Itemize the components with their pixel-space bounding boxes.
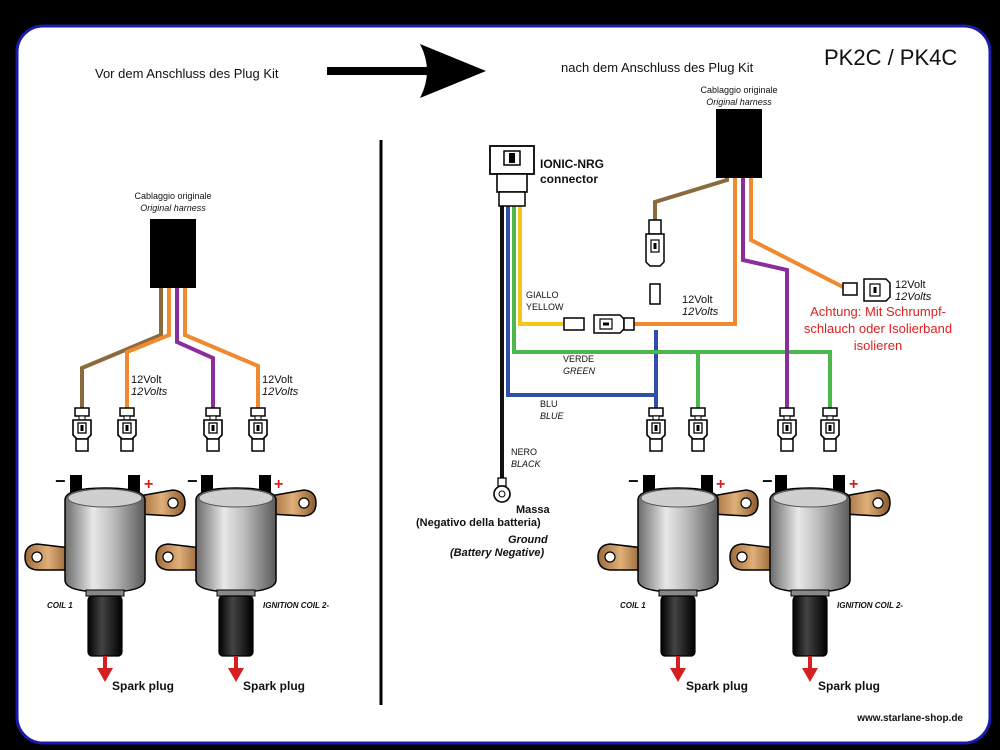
voltage-open-end-en: 12Volts <box>895 291 932 303</box>
voltage-right-inline: 12Volt <box>682 294 713 306</box>
coil-left-2-label: IGNITION COIL 2- <box>263 601 329 610</box>
yellow-wire-label-en: YELLOW <box>526 302 564 312</box>
connector-left-3 <box>203 407 223 452</box>
ground-label-en-2: (Battery Negative) <box>450 547 544 559</box>
black-wire-label-it: NERO <box>511 447 537 457</box>
connector-orange-open-end <box>842 278 891 302</box>
harness-left <box>150 219 196 288</box>
minus-sign-left-1: − <box>55 471 66 491</box>
coil-right-2-label: IGNITION COIL 2- <box>837 601 903 610</box>
model-title: PK2C / PK4C <box>824 45 957 70</box>
after-label: nach dem Anschluss des Plug Kit <box>561 60 754 75</box>
yellow-wire-label-it: GIALLO <box>526 290 559 300</box>
ground-label-it-2: (Negativo della batteria) <box>416 517 541 529</box>
minus-sign-left-2: − <box>187 471 198 491</box>
voltage-left-1-en: 12Volts <box>131 386 168 398</box>
blue-wire-label-en: BLUE <box>540 411 565 421</box>
plus-sign-left-1: + <box>144 476 153 493</box>
spark-plug-left-1: Spark plug <box>112 679 174 693</box>
green-wire-label-it: VERDE <box>563 354 594 364</box>
connector-right-4 <box>820 407 840 452</box>
minus-sign-right-2: − <box>762 471 773 491</box>
voltage-left-2: 12Volt <box>262 374 293 386</box>
ground-label-it-1: Massa <box>516 504 551 516</box>
harness-right-label-it: Cablaggio originale <box>700 85 777 95</box>
harness-left-label-it: Cablaggio originale <box>134 191 211 201</box>
ionic-nrg-sub: connector <box>540 172 598 186</box>
harness-left-label-en: Original harness <box>140 203 206 213</box>
voltage-open-end: 12Volt <box>895 279 926 291</box>
connector-yellow-inline <box>563 314 635 334</box>
connector-right-3 <box>777 407 797 452</box>
harness-right <box>716 109 762 178</box>
plus-sign-right-1: + <box>716 476 725 493</box>
ionic-nrg-label: IONIC-NRG <box>540 157 604 171</box>
coil-right-1-label: COIL 1 <box>620 601 646 610</box>
direction-arrow <box>327 44 486 98</box>
warning-line-3: isolieren <box>854 338 902 353</box>
ground-ring-terminal <box>493 477 511 503</box>
voltage-left-1: 12Volt <box>131 374 162 386</box>
plus-sign-left-2: + <box>274 476 283 493</box>
harness-right-label-en: Original harness <box>706 97 772 107</box>
connector-right-1 <box>646 407 666 452</box>
ionic-nrg-connector <box>489 145 535 207</box>
left-wires <box>80 286 260 410</box>
spark-plug-right-2: Spark plug <box>818 679 880 693</box>
green-wire-label-en: GREEN <box>563 366 596 376</box>
before-label: Vor dem Anschluss des Plug Kit <box>95 66 279 81</box>
warning-line-1: Achtung: Mit Schrumpf- <box>810 304 946 319</box>
warning-line-2: schlauch oder Isolierband <box>804 321 952 336</box>
coil-left-1-label: COIL 1 <box>47 601 73 610</box>
ground-label-en-1: Ground <box>508 534 548 546</box>
connector-brown-inline <box>645 219 665 305</box>
plus-sign-right-2: + <box>849 476 858 493</box>
connector-left-4 <box>248 407 268 452</box>
connector-left-1 <box>72 407 92 452</box>
minus-sign-right-1: − <box>628 471 639 491</box>
spark-plug-right-1: Spark plug <box>686 679 748 693</box>
connector-left-2 <box>117 407 137 452</box>
voltage-right-inline-en: 12Volts <box>682 306 719 318</box>
blue-wire-label-it: BLU <box>540 399 558 409</box>
black-wire-label-en: BLACK <box>511 459 542 469</box>
right-wires <box>500 176 846 480</box>
spark-plug-left-2: Spark plug <box>243 679 305 693</box>
connector-right-2 <box>688 407 708 452</box>
voltage-left-2-en: 12Volts <box>262 386 299 398</box>
website-url[interactable]: www.starlane-shop.de <box>856 713 963 724</box>
